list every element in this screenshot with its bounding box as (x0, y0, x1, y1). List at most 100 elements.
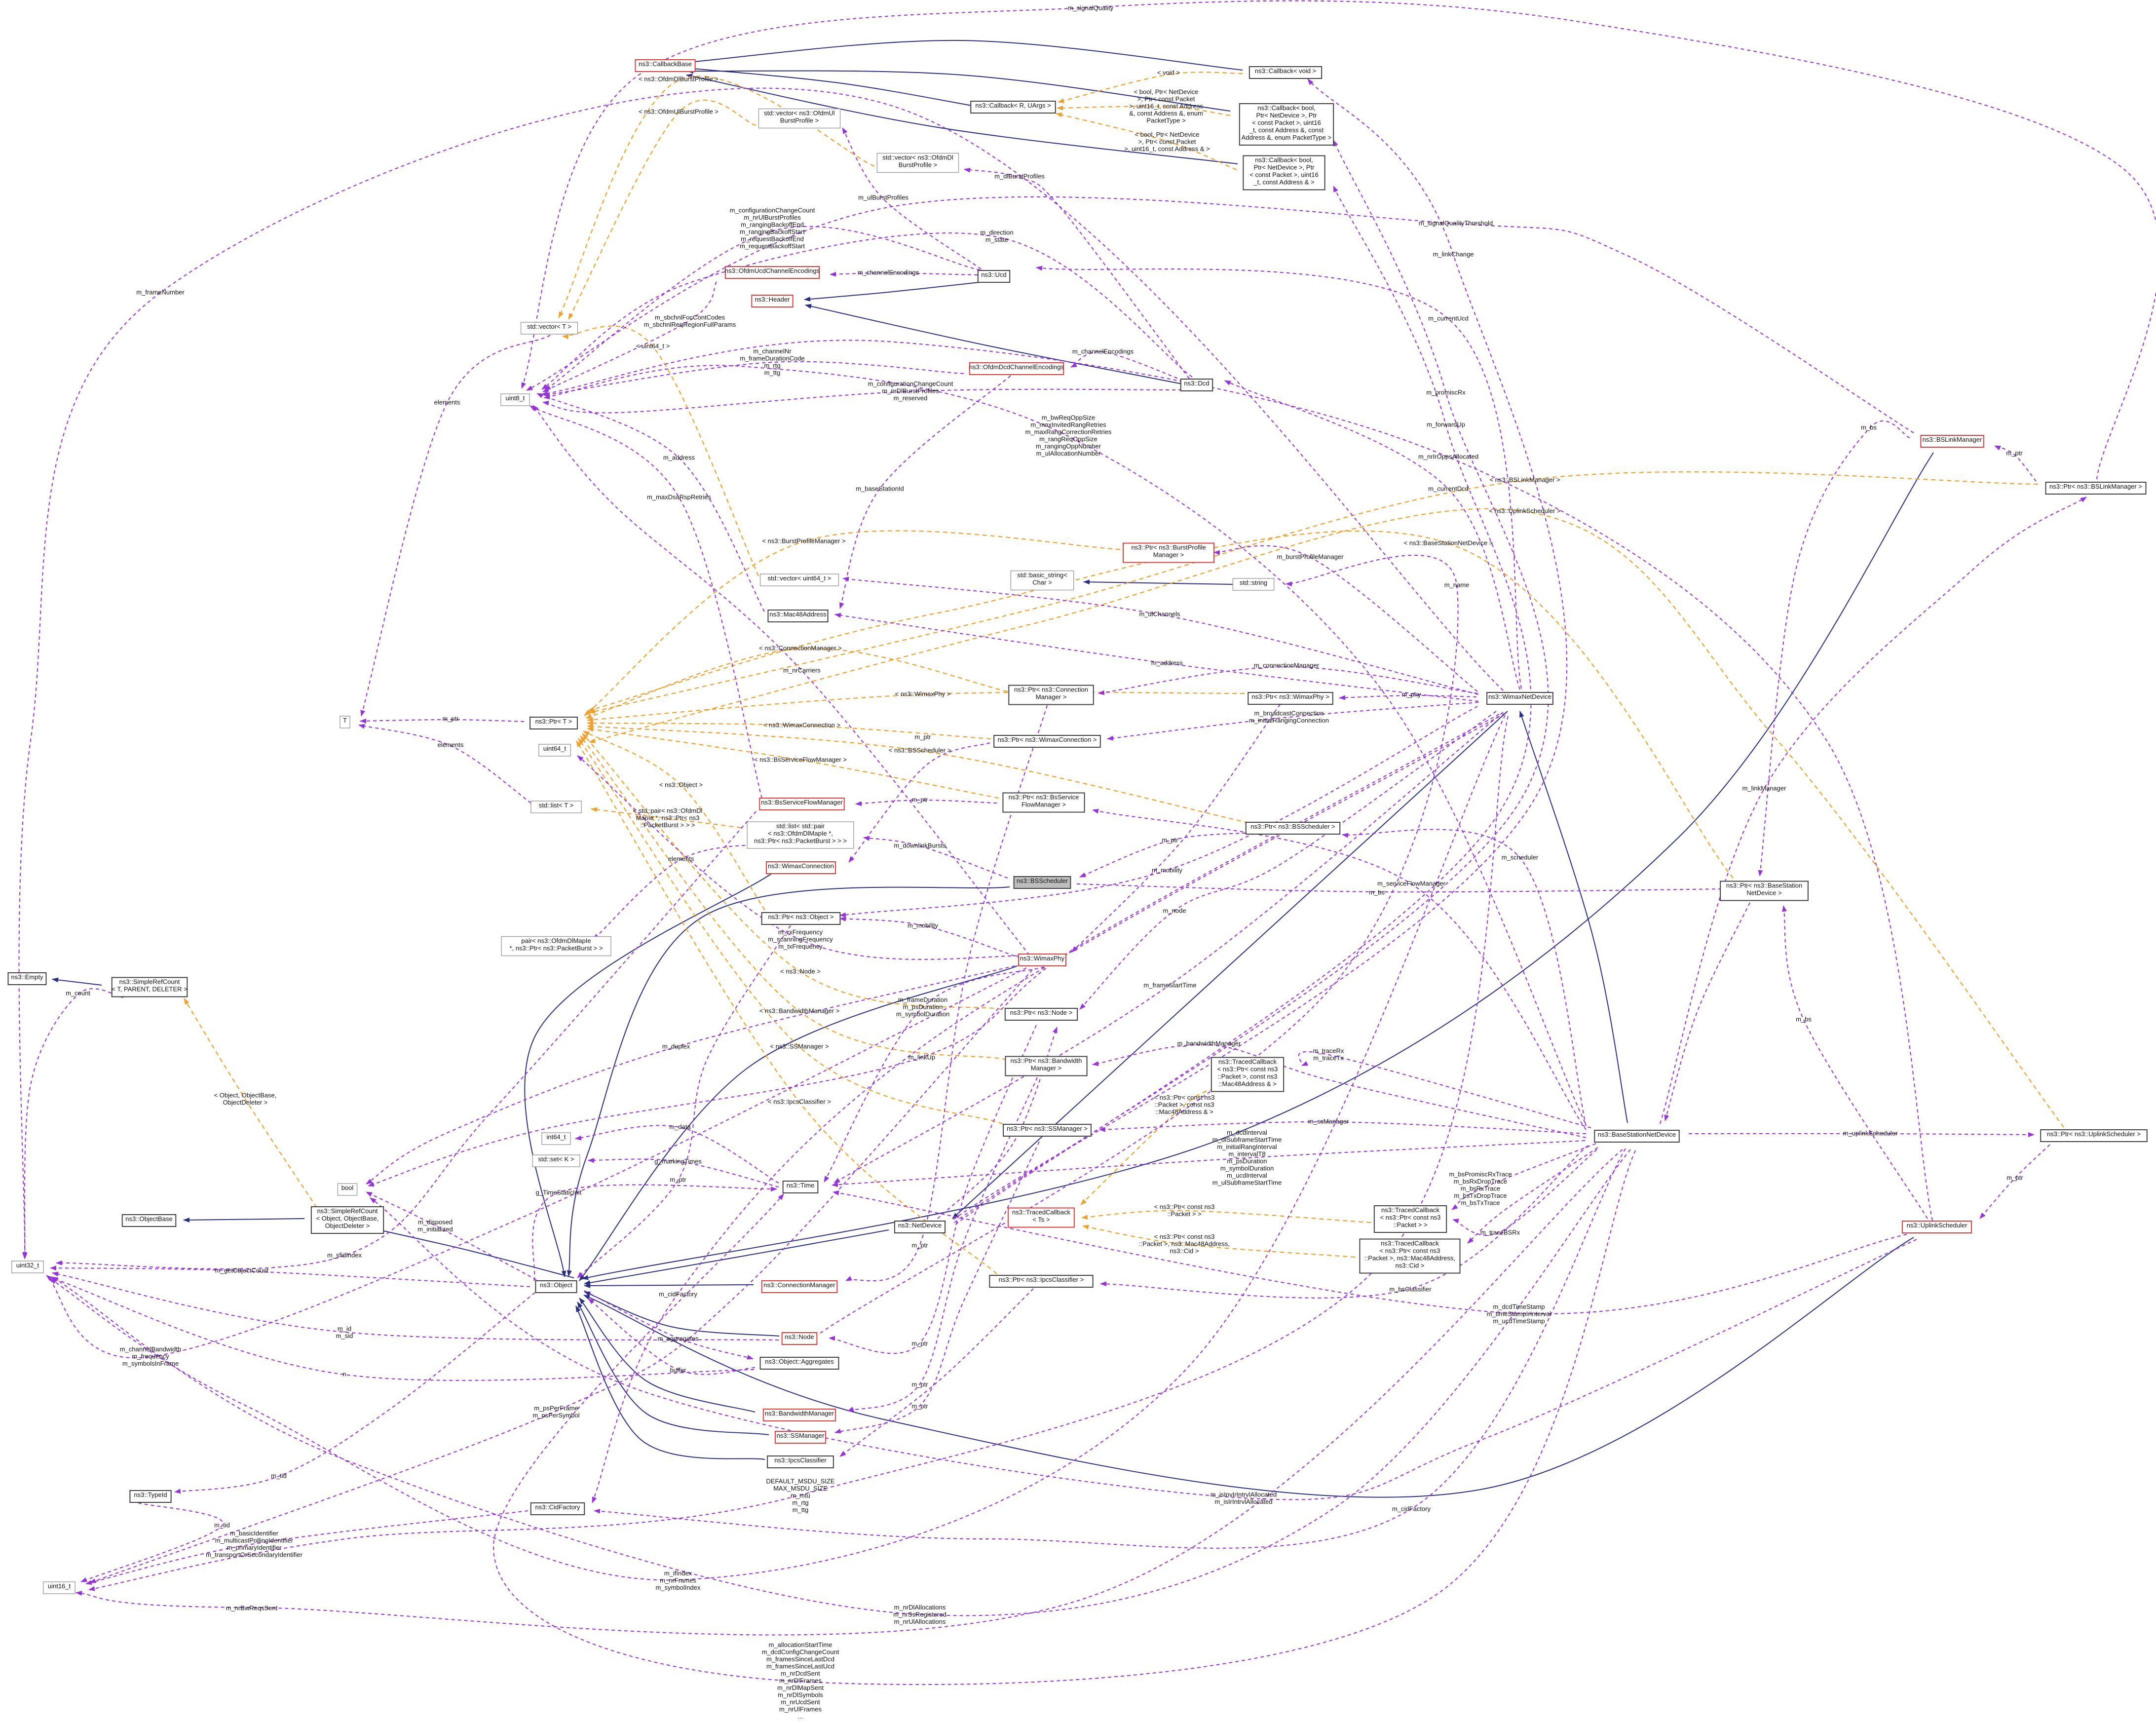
node-typeid[interactable]: ns3::TypeId (129, 1490, 172, 1503)
edge-label: m_timeStampIrInterval (1487, 1310, 1551, 1318)
node-wimaxphy[interactable]: ns3::WimaxPhy (1018, 954, 1066, 966)
edge-label: m_traceBSRx (1480, 1229, 1520, 1236)
edge-label: m_ttg (793, 1506, 809, 1514)
node-t[interactable]: T (340, 716, 350, 728)
node-ptr-bsserviceflowmanager[interactable]: ns3::Ptr< ns3::BsServiceFlowManager > (1002, 792, 1085, 813)
node-cidfactory[interactable]: ns3::CidFactory (530, 1502, 585, 1515)
node-ptr-bsscheduler[interactable]: ns3::Ptr< ns3::BSScheduler > (1245, 822, 1341, 835)
node-ptr-ssmanager[interactable]: ns3::Ptr< ns3::SSManager > (1003, 1124, 1092, 1137)
edge-label: m_address (1151, 659, 1183, 667)
edge-label: m_sid (336, 1332, 353, 1340)
node-ucd[interactable]: ns3::Ucd (977, 270, 1011, 283)
edge-label: < Object, ObjectBase, (214, 1091, 277, 1099)
node-ofdm-dcd-channel-encodings[interactable]: ns3::OfdmDcdChannelEncodings (969, 362, 1064, 375)
node-uplinkscheduler[interactable]: ns3::UplinkScheduler (1902, 1221, 1972, 1233)
node-wimaxnetdevice[interactable]: ns3::WimaxNetDevice (1486, 692, 1553, 705)
node-uint64-t[interactable]: uint64_t (538, 744, 571, 757)
node-ptr-t[interactable]: ns3::Ptr< T > (530, 717, 578, 729)
node-list-pair-ofdmdlmapie[interactable]: std::list< std::pair< ns3::OfdmDlMapIe *… (747, 821, 854, 849)
member-edge (360, 335, 551, 717)
node-bandwidthmanager[interactable]: ns3::BandwidthManager (762, 1409, 836, 1421)
member-edge (76, 1149, 1623, 1636)
node-tracedcallback-ts[interactable]: ns3::TracedCallback< Ts > (1008, 1207, 1075, 1228)
node-ptr-connectionmanager[interactable]: ns3::Ptr< ns3::ConnectionManager > (1008, 685, 1094, 705)
node-ptr-bandwidthmanager[interactable]: ns3::Ptr< ns3::BandwidthManager > (1005, 1056, 1088, 1076)
node-vector-ofdmdl[interactable]: std::vector< ns3::OfdmDlBurstProfile > (876, 153, 959, 173)
node-vector-t[interactable]: std::vector< T > (520, 322, 578, 335)
inheritance-edge (582, 452, 1934, 1280)
node-ptr-node[interactable]: ns3::Ptr< ns3::Node > (1004, 1008, 1078, 1021)
edge-label: m_data (669, 1123, 691, 1131)
node-callback-r-uargs[interactable]: ns3::Callback< R, UArgs > (970, 101, 1056, 114)
node-ptr-basestationnetdevice[interactable]: ns3::Ptr< ns3::BaseStationNetDevice > (1720, 881, 1809, 901)
node-bsserviceflowmanager[interactable]: ns3::BsServiceFlowManager (759, 798, 845, 810)
node-netdevice[interactable]: ns3::NetDevice (894, 1221, 946, 1233)
node-simplerefcount-t[interactable]: ns3::SimpleRefCount< T, PARENT, DELETER … (111, 977, 188, 997)
node-uint16-t[interactable]: uint16_t (43, 1581, 76, 1594)
member-edge (964, 167, 1190, 379)
node-node[interactable]: ns3::Node (781, 1332, 818, 1345)
node-object[interactable]: ns3::Object (535, 1280, 577, 1293)
node-list-t[interactable]: std::list< T > (530, 801, 582, 813)
node-wimaxconnection[interactable]: ns3::WimaxConnection (766, 861, 836, 874)
member-edge (1079, 832, 1252, 878)
node-std-string[interactable]: std::string (1232, 578, 1275, 591)
edge-label: m_id (338, 1325, 351, 1332)
node-time[interactable]: ns3::Time (782, 1181, 819, 1193)
member-edge (1688, 1132, 2035, 1137)
node-bslinkmanager[interactable]: ns3::BSLinkManager (1920, 435, 1984, 448)
node-dcd[interactable]: ns3::Dcd (1180, 379, 1213, 391)
node-basic-string[interactable]: std::basic_string<Char > (1010, 570, 1074, 591)
node-ptr-burstprofilemanager[interactable]: ns3::Ptr< ns3::BurstProfileManager > (1122, 542, 1215, 563)
node-vector-uint64[interactable]: std::vector< uint64_t > (759, 574, 839, 586)
template-edge (589, 508, 2064, 1128)
member-edge (954, 140, 1549, 1223)
node-uint32-t[interactable]: uint32_t (11, 1261, 44, 1273)
node-basestationnetdevice[interactable]: ns3::BaseStationNetDevice (1594, 1130, 1680, 1143)
inheritance-edge (688, 39, 1243, 71)
node-callback-bool-address[interactable]: ns3::Callback< bool,Ptr< NetDevice >, Pt… (1243, 155, 1325, 191)
edge-label: m_nrIrOppsAllocated (1418, 453, 1478, 460)
edge-label: < void > (1157, 69, 1180, 77)
node-tracedcallback-cid[interactable]: ns3::TracedCallback< ns3::Ptr< const ns3… (1359, 1238, 1461, 1274)
node-ptr-object[interactable]: ns3::Ptr< ns3::Object > (761, 912, 841, 925)
node-callbackbase[interactable]: ns3::CallbackBase (635, 59, 696, 72)
node-pair-ofdmdlmapie[interactable]: pair< ns3::OfdmDlMapIe*, ns3::Ptr< ns3::… (501, 936, 611, 957)
node-vector-ofdmul[interactable]: std::vector< ns3::OfdmUlBurstProfile > (758, 108, 841, 129)
node-ipcsclassifier[interactable]: ns3::IpcsClassifier (767, 1455, 834, 1468)
node-bsscheduler[interactable]: ns3::BSScheduler (1013, 876, 1071, 889)
node-callback-bool-packettype[interactable]: ns3::Callback< bool,Ptr< NetDevice >, Pt… (1239, 103, 1334, 146)
edge-label: m_nrDlFrames (779, 1677, 822, 1685)
edge-label: m_linkUp (908, 1054, 935, 1061)
node-empty[interactable]: ns3::Empty (7, 972, 47, 985)
node-set-k[interactable]: std::set< K > (532, 1154, 580, 1167)
node-object-aggregates[interactable]: ns3::Object::Aggregates (759, 1357, 839, 1370)
node-simplerefcount-object[interactable]: ns3::SimpleRefCount< Object, ObjectBase,… (310, 1206, 384, 1234)
node-ofdm-ucd-channel-encodings[interactable]: ns3::OfdmUcdChannelEncodings (724, 266, 820, 279)
node-ptr-bslinkmanager[interactable]: ns3::Ptr< ns3::BSLinkManager > (2045, 482, 2147, 495)
node-ptr-ipcsclassifier[interactable]: ns3::Ptr< ns3::IpcsClassifier > (989, 1275, 1094, 1288)
node-ptr-uplinkscheduler[interactable]: ns3::Ptr< ns3::UplinkScheduler > (2040, 1129, 2148, 1142)
member-edge (174, 1292, 535, 1494)
node-bool[interactable]: bool (337, 1183, 358, 1196)
node-ptr-wimaxconnection[interactable]: ns3::Ptr< ns3::WimaxConnection > (993, 735, 1101, 748)
edge-label: m_tid (214, 1522, 230, 1529)
node-ssmanager[interactable]: ns3::SSManager (774, 1431, 827, 1444)
node-objectbase[interactable]: ns3::ObjectBase (121, 1214, 177, 1227)
edge-label: < ns3::Object > (659, 781, 703, 789)
edge-label: m_reserved (894, 394, 928, 402)
node-header[interactable]: ns3::Header (751, 295, 794, 307)
node-connectionmanager[interactable]: ns3::ConnectionManager (761, 1280, 838, 1293)
node-tracedcallback-mac48[interactable]: ns3::TracedCallback< ns3::Ptr< const ns3… (1210, 1057, 1285, 1092)
node-int64-t[interactable]: int64_t (541, 1132, 571, 1145)
node-mac48address[interactable]: ns3::Mac48Address (767, 610, 829, 622)
node-ptr-wimaxphy[interactable]: ns3::Ptr< ns3::WimaxPhy > (1248, 692, 1333, 705)
member-edge (18, 87, 1504, 1259)
node-uint8-t[interactable]: uint8_t (500, 393, 530, 406)
edge-label: < ns3::BaseStationNetDevice > (1404, 539, 1493, 547)
node-tracedcallback-packet[interactable]: ns3::TracedCallback< ns3::Ptr< const ns3… (1373, 1205, 1447, 1233)
edge-label: m_rtg (792, 1499, 808, 1506)
member-edge (848, 742, 990, 863)
node-callback-void[interactable]: ns3::Callback< void > (1248, 66, 1323, 79)
member-edge (541, 340, 1933, 1221)
